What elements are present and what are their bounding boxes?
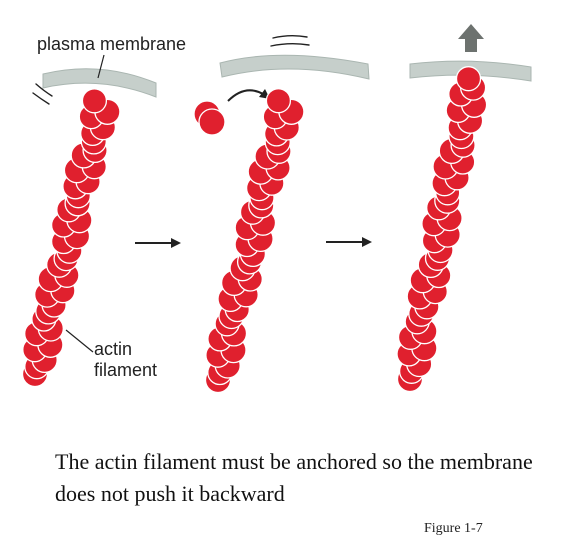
actin-filament-2 xyxy=(204,88,305,394)
panel-3 xyxy=(396,24,532,393)
actin-monomer xyxy=(265,88,292,114)
up-arrow xyxy=(458,24,484,52)
filament-label-line2: filament xyxy=(94,360,157,380)
motion-lines-panel-1 xyxy=(32,83,53,105)
membrane-label-pointer xyxy=(97,54,105,79)
step-arrow-2 xyxy=(326,237,372,247)
motion-lines-panel-2 xyxy=(270,35,310,47)
actin-membrane-diagram: plasma membrane actin filament xyxy=(21,24,532,394)
filament-label-line1: actin xyxy=(94,339,132,359)
actin-monomer xyxy=(81,88,108,114)
figure-reference: Figure 1-7 xyxy=(424,521,483,536)
panel-2 xyxy=(193,35,370,394)
filament-label-pointer xyxy=(65,329,94,353)
membrane-label: plasma membrane xyxy=(37,34,186,54)
actin-monomer xyxy=(455,66,482,92)
membrane-panel-2 xyxy=(219,54,370,80)
actin-filament-3 xyxy=(396,66,488,393)
insertion-arrow xyxy=(227,89,270,102)
figure-caption: The actin filament must be anchored so t… xyxy=(55,449,533,506)
panel-1: plasma membrane actin filament xyxy=(21,34,186,388)
free-actin-monomer xyxy=(193,100,226,136)
actin-filament-1 xyxy=(21,88,121,388)
membrane-panel-1 xyxy=(42,68,157,98)
step-arrow-1 xyxy=(135,238,181,248)
